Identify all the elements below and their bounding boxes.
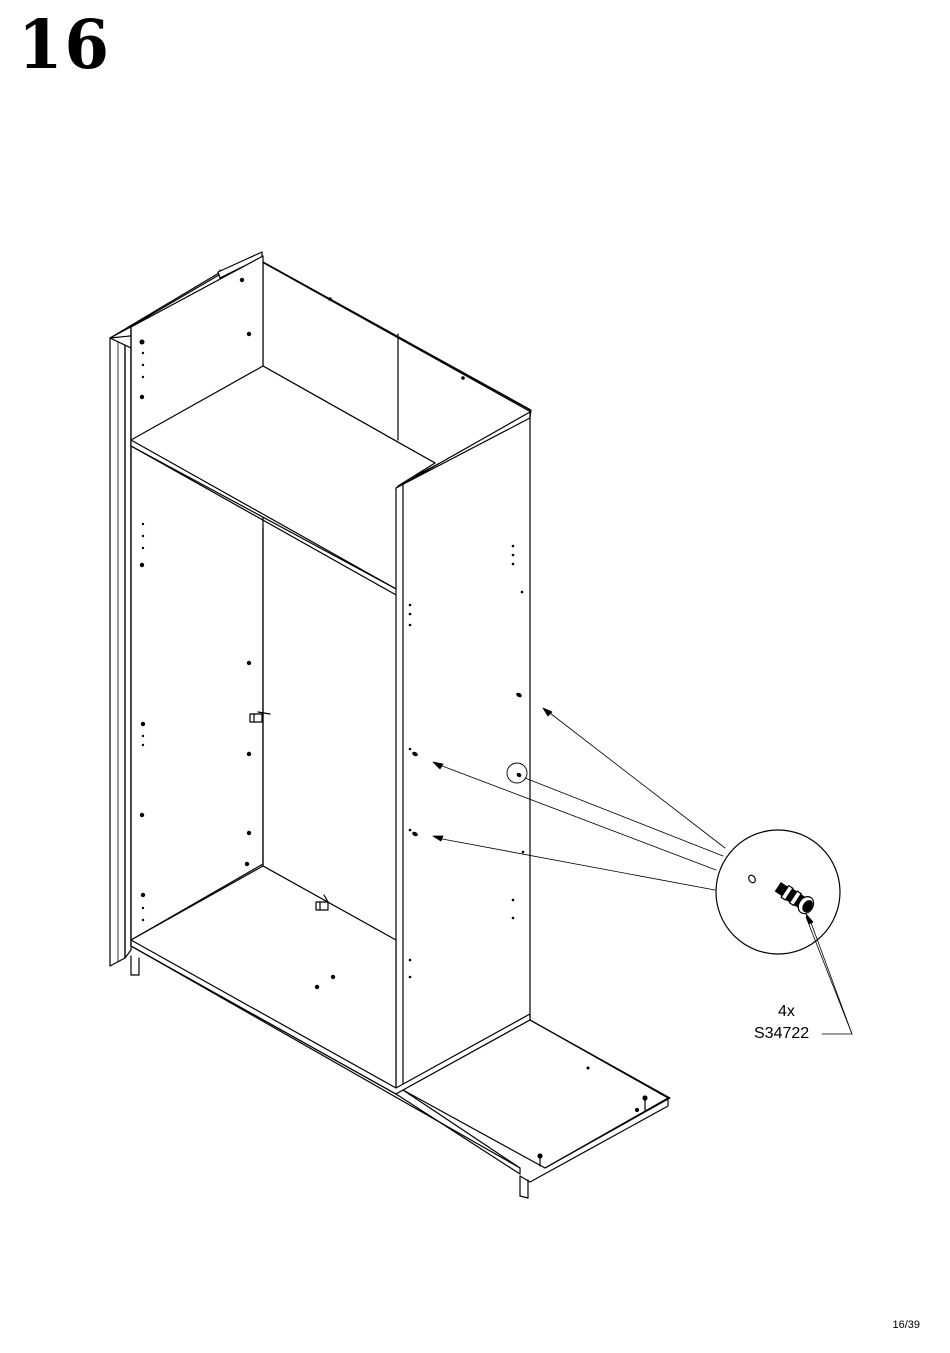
part-code: S34722 xyxy=(754,1025,809,1043)
back-panel xyxy=(110,327,131,966)
part-quantity: 4x xyxy=(778,1003,795,1021)
bracket-left-upper xyxy=(250,712,270,722)
page-number: 16/39 xyxy=(892,1319,920,1331)
left-side-panel xyxy=(131,256,263,940)
